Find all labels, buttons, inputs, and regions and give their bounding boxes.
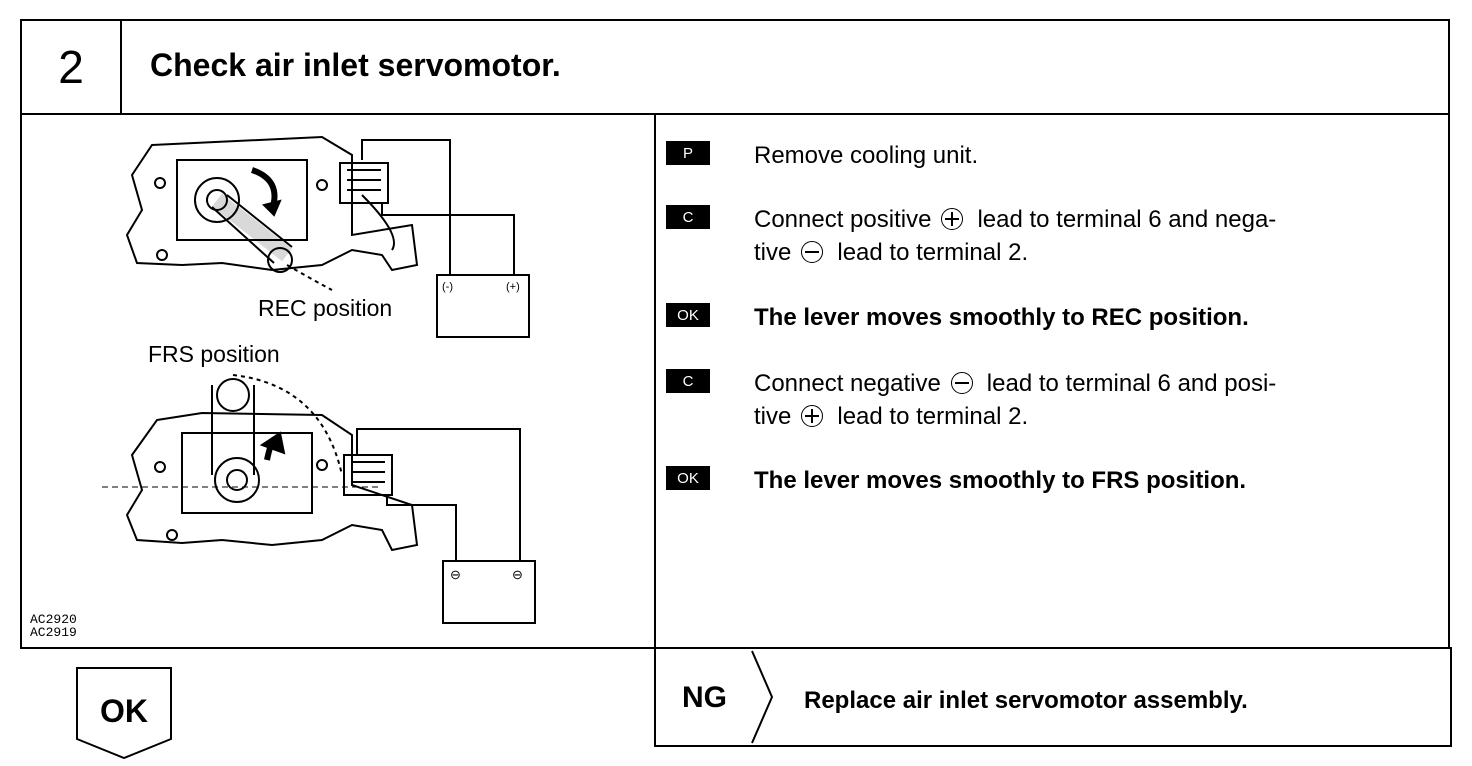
step-remove-cooling-unit: P Remove cooling unit. xyxy=(666,139,1414,172)
step-text: Connect positive lead to terminal 6 and n… xyxy=(754,203,1414,269)
step-text-part: tive xyxy=(754,403,792,430)
step-text: The lever moves smoothly to REC position… xyxy=(754,304,1249,331)
step-header: 2 Check air inlet servomotor. xyxy=(20,19,1450,115)
battery-top-pos-terminal: (+) xyxy=(506,281,520,293)
servomotor-diagram: REC position FRS position (-) (+) ⊖ ⊖ AC… xyxy=(22,115,654,649)
step-check-frs: OK The lever moves smoothly to FRS posit… xyxy=(666,464,1414,497)
ng-result-box: NG Replace air inlet servomotor assembly… xyxy=(654,647,1452,747)
servomotor-illustration xyxy=(102,135,536,624)
battery-top-neg-terminal: (-) xyxy=(442,281,453,293)
battery-bottom-terminal-right: ⊖ xyxy=(512,567,523,582)
step-text: Connect negative lead to terminal 6 and p… xyxy=(754,367,1414,433)
step-text-part: lead to terminal 6 and posi- xyxy=(986,370,1277,397)
battery-bottom-terminal-left: ⊖ xyxy=(450,567,461,582)
step-text-part: lead to terminal 2. xyxy=(837,403,1029,430)
step-text-part: Connect positive xyxy=(754,206,932,233)
ok-result-marker: OK xyxy=(76,667,172,760)
chevron-right-icon xyxy=(751,650,774,744)
figure-code-1: AC2920 xyxy=(30,612,77,627)
step-text-part: lead to terminal 6 and nega- xyxy=(977,206,1277,233)
rec-position-label: REC position xyxy=(258,295,393,321)
step-title: Check air inlet servomotor. xyxy=(150,47,561,83)
step-connect-positive: C Connect positive lead to terminal 6 and… xyxy=(666,203,1414,269)
negative-symbol-icon xyxy=(950,372,973,394)
step-badge-ok: OK xyxy=(666,466,710,490)
procedure-body: REC position FRS position (-) (+) ⊖ ⊖ AC… xyxy=(20,113,1450,649)
frs-position-label: FRS position xyxy=(148,341,280,367)
figure-code-2: AC2919 xyxy=(30,625,77,640)
step-check-rec: OK The lever moves smoothly to REC posit… xyxy=(666,301,1414,334)
step-text-part: lead to terminal 2. xyxy=(837,239,1029,266)
step-badge-p: P xyxy=(666,141,710,165)
step-badge-c: C xyxy=(666,369,710,393)
step-text-part: Connect negative xyxy=(754,370,941,397)
positive-symbol-icon xyxy=(801,405,824,427)
step-number: 2 xyxy=(22,21,122,113)
positive-symbol-icon xyxy=(941,208,964,230)
step-badge-c: C xyxy=(666,205,710,229)
ok-result-label: OK xyxy=(100,693,148,729)
ng-result-label: NG xyxy=(682,681,727,714)
column-divider xyxy=(654,115,656,649)
ng-result-text: Replace air inlet servomotor assembly. xyxy=(804,687,1248,714)
step-connect-negative: C Connect negative lead to terminal 6 and… xyxy=(666,367,1414,433)
ok-arrow-icon xyxy=(76,667,172,760)
negative-symbol-icon xyxy=(801,241,824,263)
step-text: Remove cooling unit. xyxy=(754,142,979,169)
step-badge-ok: OK xyxy=(666,303,710,327)
step-text-part: tive xyxy=(754,239,792,266)
step-text: The lever moves smoothly to FRS position… xyxy=(754,467,1247,494)
